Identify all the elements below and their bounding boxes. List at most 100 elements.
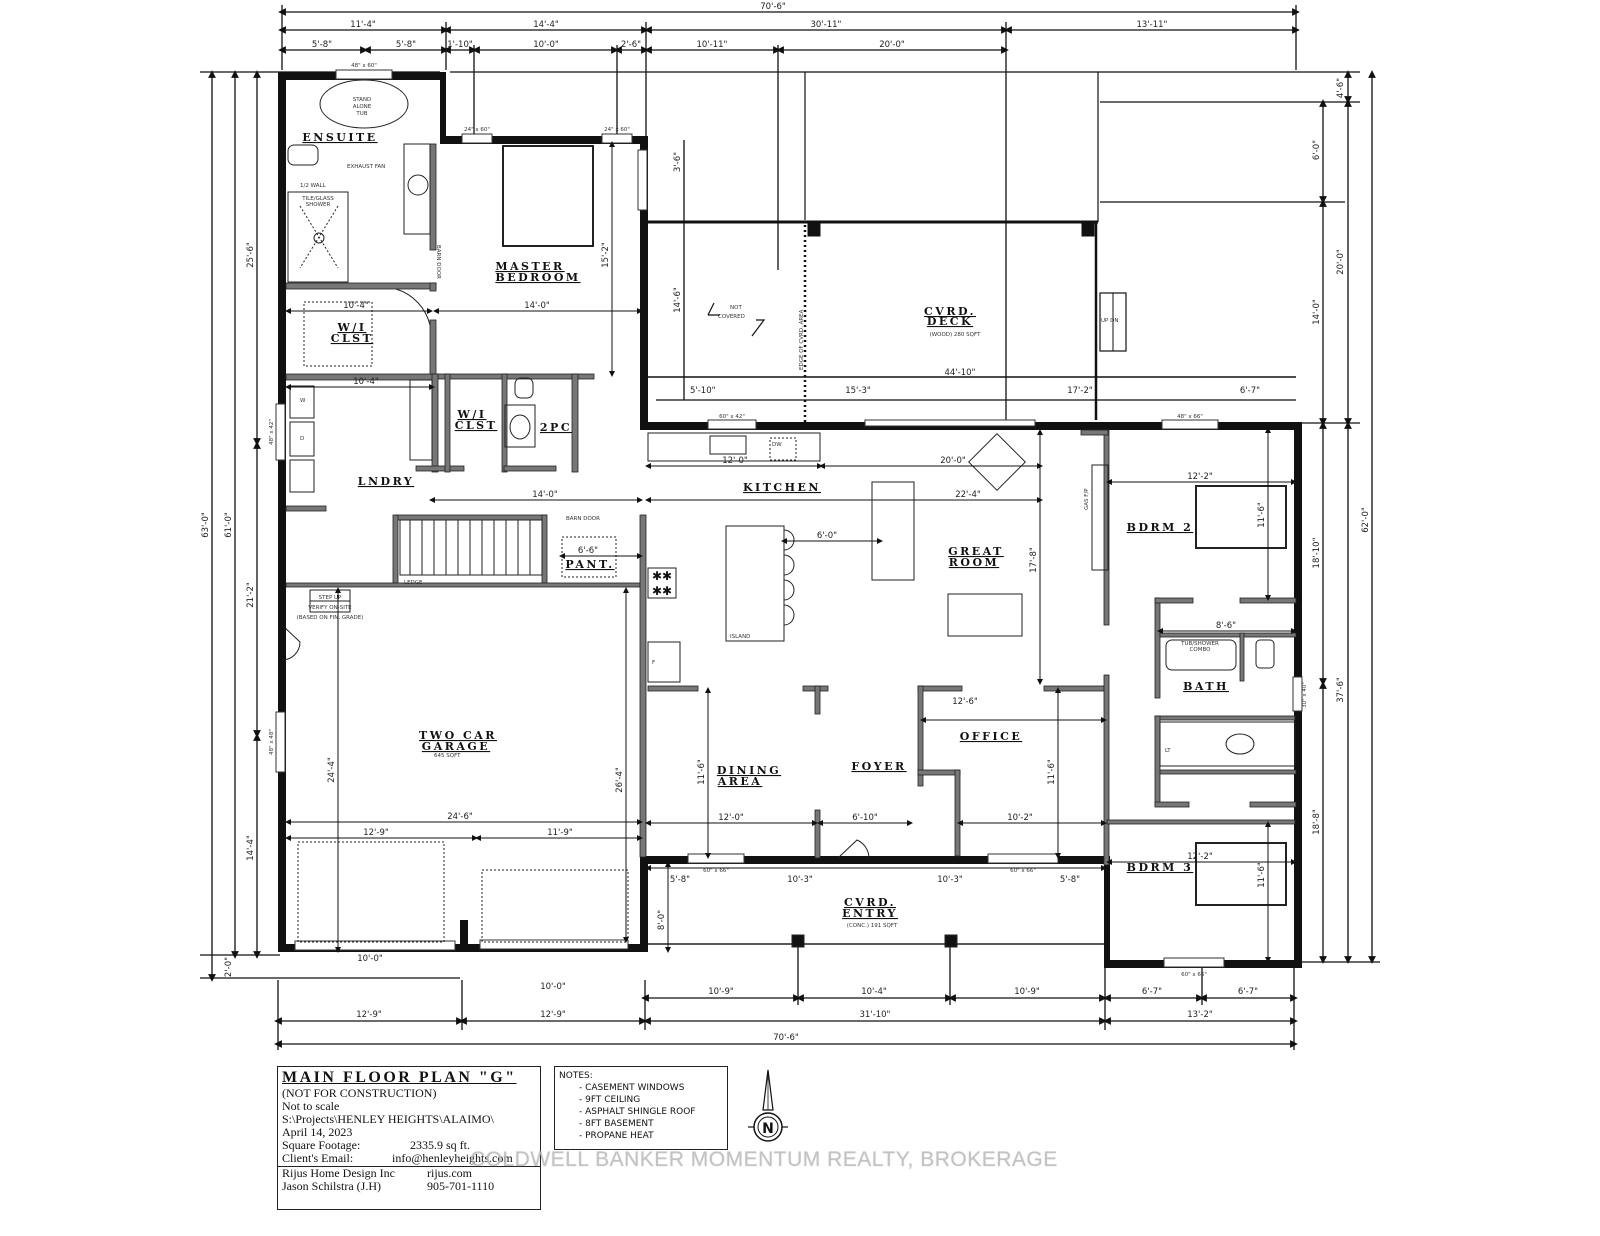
svg-text:48" x 66": 48" x 66" (1177, 414, 1203, 420)
svg-text:N: N (762, 1121, 774, 1137)
svg-text:VERIFY ON-SITE: VERIFY ON-SITE (308, 605, 352, 611)
svg-text:6'-7": 6'-7" (1240, 386, 1260, 396)
svg-text:BDRM 2: BDRM 2 (1127, 521, 1194, 534)
plan-subtitle: (NOT FOR CONSTRUCTION) (282, 1086, 437, 1100)
covered-deck (648, 72, 1296, 425)
svg-text:12'-9": 12'-9" (356, 1010, 382, 1020)
svg-text:NOT: NOT (730, 305, 742, 311)
top-dimension-labels: 70'-6" 11'-4" 14'-4" 30'-11" 13'-11" 5'-… (312, 2, 1168, 50)
svg-text:20'-0": 20'-0" (879, 40, 905, 50)
svg-text:W/I: W/I (336, 321, 366, 334)
svg-text:11'-6": 11'-6" (1257, 862, 1267, 888)
stairs (399, 519, 543, 576)
svg-text:ROOM: ROOM (949, 556, 999, 569)
svg-text:EDGE OF CVRD. AREA: EDGE OF CVRD. AREA (799, 309, 805, 370)
deck-labels: CVRD. DECK (WOOD) 280 SQFT NOT COVERED E… (673, 152, 1260, 396)
svg-text:12'-0": 12'-0" (722, 456, 748, 466)
svg-text:645 SQFT: 645 SQFT (434, 753, 461, 759)
brokerage-watermark: COLDWELL BANKER MOMENTUM REALTY, BROKERA… (470, 1148, 1058, 1171)
svg-text:STEP UP: STEP UP (319, 595, 342, 601)
svg-text:60" x 66": 60" x 66" (1181, 972, 1207, 978)
svg-text:UP DN: UP DN (1101, 318, 1118, 324)
svg-text:8'-0": 8'-0" (657, 910, 667, 930)
svg-text:18'-10": 18'-10" (1312, 537, 1322, 568)
svg-text:10'-0": 10'-0" (540, 982, 566, 992)
svg-text:48" x 48": 48" x 48" (269, 729, 275, 755)
svg-text:CVRD.: CVRD. (924, 305, 976, 318)
svg-text:5'-10": 5'-10" (690, 386, 716, 396)
top-dimensions (200, 5, 1360, 420)
svg-text:6'-7": 6'-7" (1238, 987, 1258, 997)
svg-text:MASTER: MASTER (495, 260, 564, 273)
stove-icon: ✱✱ ✱✱ (652, 569, 672, 598)
svg-text:12'-2": 12'-2" (1187, 472, 1213, 482)
svg-text:18'-8": 18'-8" (1312, 809, 1322, 835)
svg-text:24" x 60": 24" x 60" (604, 127, 630, 133)
svg-text:BARN DOOR: BARN DOOR (566, 516, 600, 522)
svg-text:11'-9": 11'-9" (547, 828, 573, 838)
svg-text:24'-4": 24'-4" (327, 757, 337, 783)
svg-text:12'-0": 12'-0" (718, 813, 744, 823)
svg-text:24'-6": 24'-6" (447, 812, 473, 822)
interior-dimension-lines (285, 141, 1297, 963)
windows (275, 69, 1303, 968)
svg-text:AREA: AREA (717, 775, 763, 788)
plan-date: April 14, 2023 (282, 1125, 353, 1139)
window-labels: 48" x 60" 24" x 60" 24" x 60" 60" x 42" … (269, 63, 1308, 992)
svg-text:6'-7": 6'-7" (1142, 987, 1162, 997)
fixtures (281, 79, 1296, 948)
svg-text:10'-3": 10'-3" (937, 875, 963, 885)
svg-text:LNDRY: LNDRY (358, 475, 414, 488)
svg-text:21'-2": 21'-2" (246, 582, 256, 608)
square-footage-label: Square Footage: (282, 1138, 361, 1152)
svg-text:LEDGE: LEDGE (404, 580, 423, 586)
title-block: MAIN FLOOR PLAN "G" (NOT FOR CONSTRUCTIO… (277, 1066, 541, 1210)
svg-text:OFFICE: OFFICE (960, 730, 1023, 743)
svg-text:62'-0": 62'-0" (1361, 507, 1371, 533)
designer-phone: 905-701-1110 (427, 1179, 495, 1193)
note-item: - 8FT BASEMENT (579, 1119, 654, 1129)
svg-text:GREAT: GREAT (948, 545, 1004, 558)
svg-text:✱✱: ✱✱ (652, 569, 672, 583)
svg-text:5'-8": 5'-8" (670, 875, 690, 885)
left-dimensions (200, 70, 460, 982)
svg-text:LT: LT (1165, 748, 1171, 754)
svg-text:(WOOD) 280 SQFT: (WOOD) 280 SQFT (930, 332, 982, 338)
svg-text:20'-0": 20'-0" (1336, 249, 1346, 275)
svg-text:10'-3": 10'-3" (787, 875, 813, 885)
bottom-dimension-labels: 10'-9" 10'-4" 10'-9" 6'-7" 6'-7" 12'-9" … (356, 987, 1258, 1043)
fixture-labels: STAND ALONE TUB 1/2 WALL TILE/GLASS SHOW… (297, 97, 1219, 754)
designer-name: Rijus Home Design Inc (282, 1166, 395, 1180)
designer-site: rijus.com (427, 1166, 472, 1180)
svg-text:PANT.: PANT. (565, 558, 614, 571)
notes-heading: NOTES: (559, 1071, 593, 1081)
note-item: - PROPANE HEAT (579, 1131, 654, 1141)
svg-text:1/2 WALL: 1/2 WALL (300, 183, 327, 189)
svg-text:✱✱: ✱✱ (652, 584, 672, 598)
svg-text:12'-9": 12'-9" (363, 828, 389, 838)
svg-text:6'-0": 6'-0" (817, 531, 837, 541)
svg-text:70'-6": 70'-6" (773, 1033, 799, 1043)
svg-text:24" x 60": 24" x 60" (464, 127, 490, 133)
svg-text:ENTRY: ENTRY (842, 907, 898, 920)
svg-text:10'-4": 10'-4" (343, 301, 369, 311)
svg-text:DW: DW (772, 442, 782, 448)
svg-text:4'-6": 4'-6" (1336, 78, 1346, 98)
svg-text:ISLAND: ISLAND (730, 634, 750, 640)
svg-text:10'-11": 10'-11" (697, 40, 728, 50)
svg-text:14'-4": 14'-4" (533, 20, 559, 30)
svg-text:KITCHEN: KITCHEN (743, 481, 821, 494)
svg-text:W/I: W/I (456, 408, 486, 421)
svg-text:6'-6": 6'-6" (578, 546, 598, 556)
svg-text:5'-8": 5'-8" (1060, 875, 1080, 885)
svg-text:10'-4": 10'-4" (861, 987, 887, 997)
client-email-value: info@henleyheights.com (392, 1151, 513, 1165)
svg-text:22'-4": 22'-4" (955, 490, 981, 500)
svg-text:60" x 66": 60" x 66" (1010, 868, 1036, 874)
svg-text:12'-6": 12'-6" (952, 697, 978, 707)
svg-text:10'-0": 10'-0" (357, 954, 383, 964)
svg-text:44'-10": 44'-10" (945, 368, 976, 378)
svg-text:(CONC.) 191 SQFT: (CONC.) 191 SQFT (847, 923, 898, 929)
svg-text:DECK: DECK (927, 315, 973, 328)
